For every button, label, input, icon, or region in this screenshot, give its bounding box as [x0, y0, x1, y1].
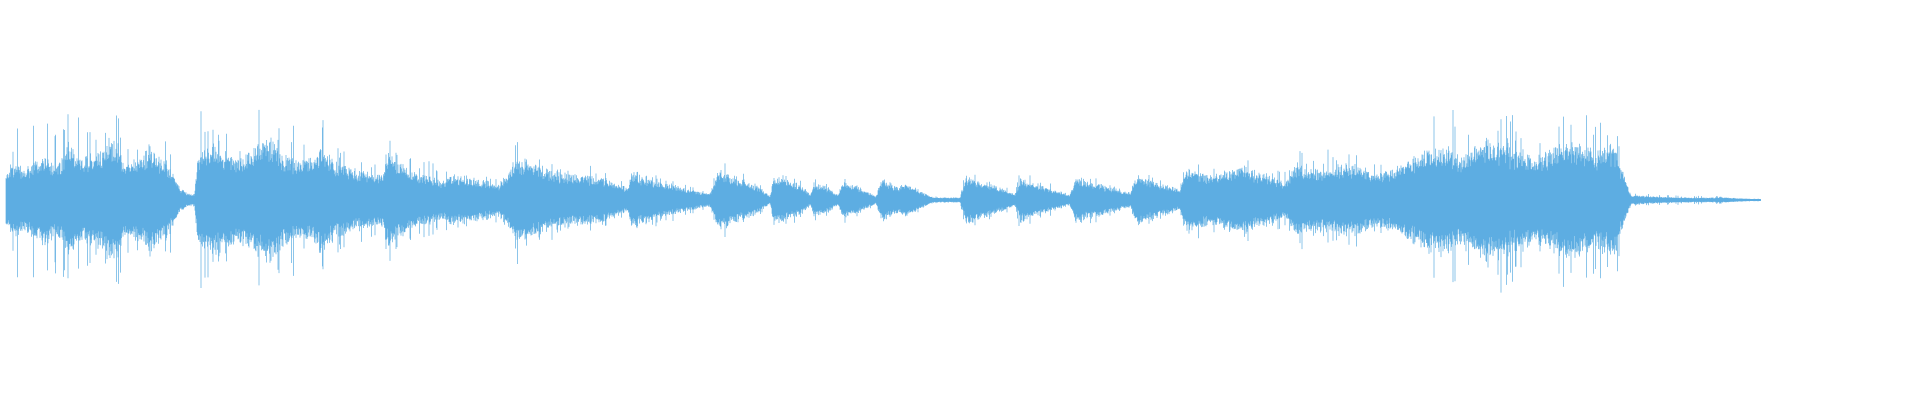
waveform-path — [5, 109, 1761, 293]
waveform-bars — [5, 109, 1761, 293]
